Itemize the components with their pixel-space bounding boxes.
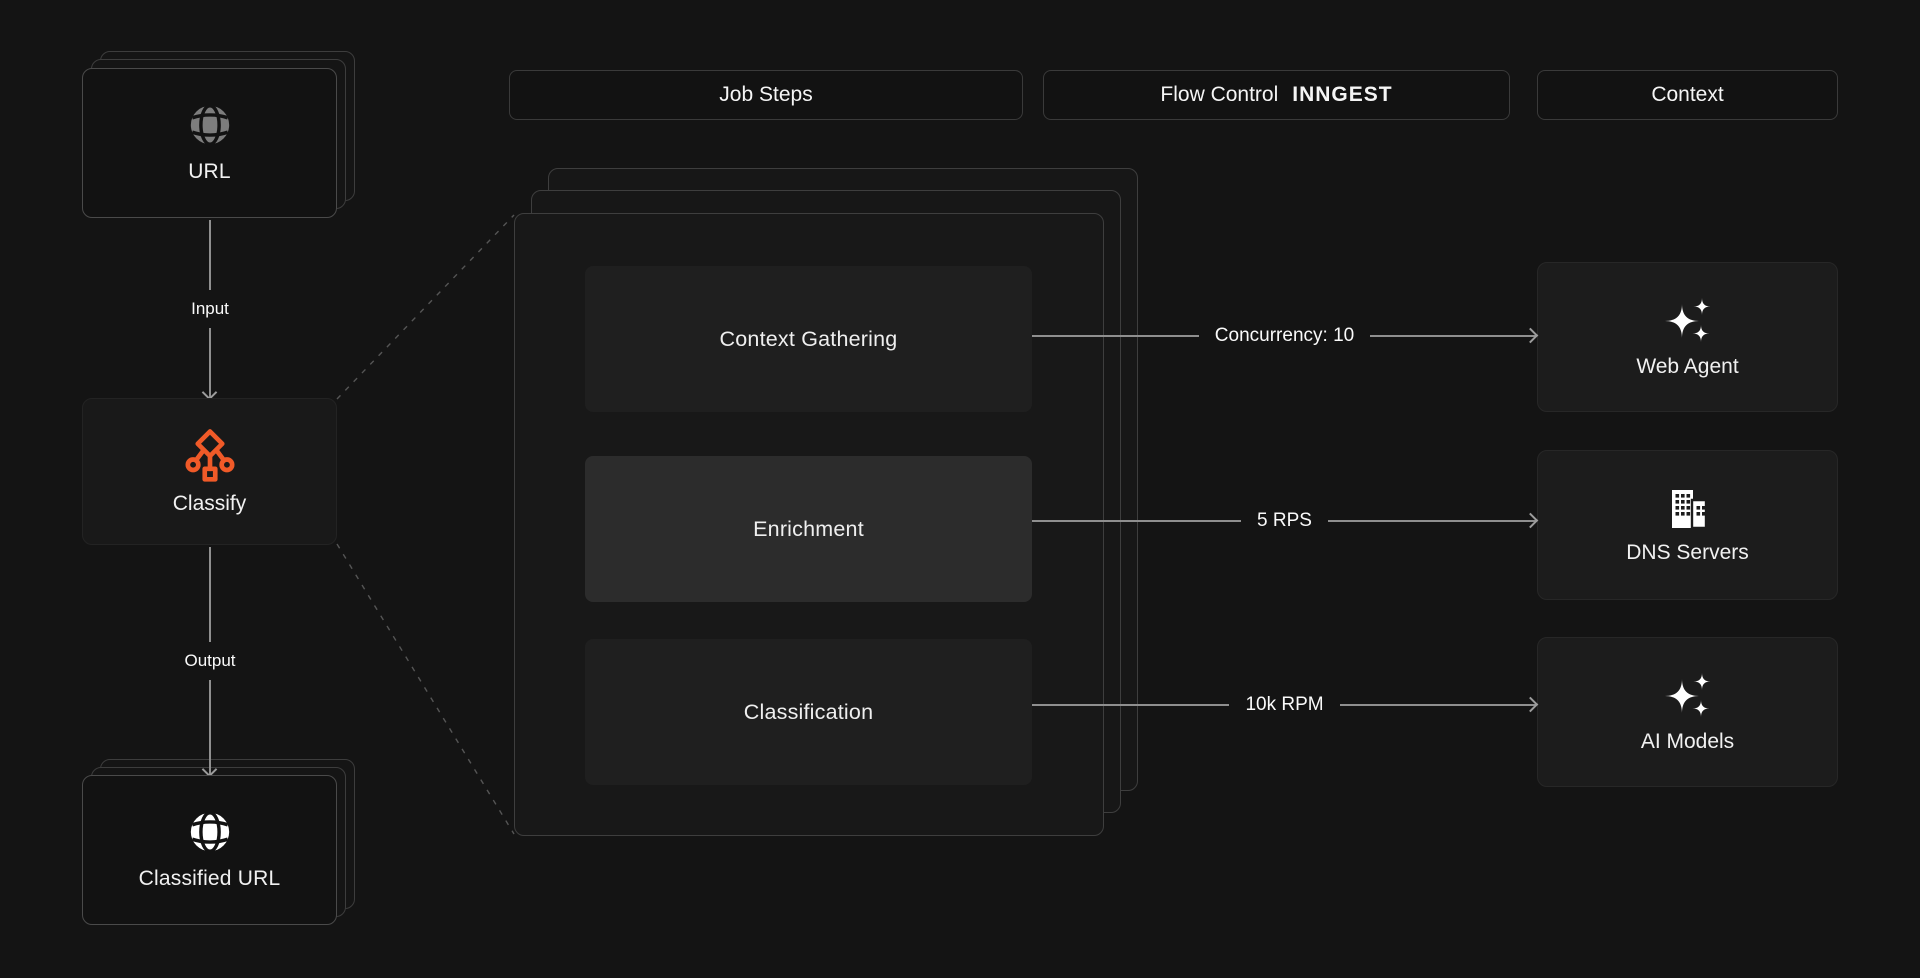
classify-card: Classify — [82, 398, 337, 545]
output-arrow-label: Output — [184, 651, 236, 670]
globe-icon — [190, 811, 229, 853]
arrow-head-right-icon — [1522, 696, 1539, 713]
step-label: Classification — [743, 699, 874, 724]
url-card-label: URL — [188, 160, 231, 183]
ai-models-card: AI Models — [1537, 637, 1838, 787]
inngest-logo: INNGEST — [1292, 83, 1393, 106]
step-label: Context Gathering — [719, 326, 898, 351]
step-label: Enrichment — [753, 516, 864, 541]
classified-url-card-label: Classified URL — [138, 867, 281, 890]
arrow-line — [1327, 512, 1539, 529]
header-job-steps: Job Steps — [509, 70, 1023, 120]
step-context-gathering: Context Gathering — [585, 266, 1032, 412]
ai-models-label: AI Models — [1640, 730, 1735, 753]
arrow-line — [1032, 520, 1242, 522]
output-arrow-line-bottom — [201, 680, 218, 778]
output-arrow: Output — [110, 547, 310, 778]
input-arrow-label: Input — [191, 299, 229, 318]
header-flow-control-label: Flow Control — [1160, 83, 1279, 106]
classify-card-label: Classify — [172, 491, 247, 515]
arrow-head-right-icon — [1522, 327, 1539, 344]
arrow-line — [1370, 327, 1539, 344]
decision-branch-icon — [185, 428, 235, 482]
input-arrow-line-top — [209, 220, 211, 290]
output-arrow-line-top — [209, 547, 211, 642]
dns-servers-card: DNS Servers — [1537, 450, 1838, 600]
classified-url-card: Classified URL — [82, 775, 337, 925]
sparkles-icon — [1664, 298, 1710, 342]
dns-servers-label: DNS Servers — [1626, 541, 1749, 564]
globe-icon — [190, 104, 229, 146]
concurrency-label: Concurrency: 10 — [1214, 325, 1355, 346]
arrow-rps: 5 RPS — [1032, 507, 1539, 535]
header-context: Context — [1537, 70, 1838, 120]
sparkles-icon — [1664, 673, 1710, 717]
arrow-concurrency: Concurrency: 10 — [1032, 322, 1539, 350]
header-flow-control: Flow Control INNGEST — [1043, 70, 1510, 120]
input-arrow: Input — [110, 220, 310, 401]
web-agent-card: Web Agent — [1537, 262, 1838, 412]
arrow-rpm: 10k RPM — [1032, 691, 1539, 719]
web-agent-label: Web Agent — [1636, 355, 1739, 378]
arrow-line — [1032, 704, 1230, 706]
header-context-label: Context — [1651, 83, 1724, 106]
rpm-label: 10k RPM — [1245, 694, 1324, 715]
arrow-line — [1339, 696, 1539, 713]
arrow-line — [1032, 335, 1199, 337]
step-enrichment: Enrichment — [585, 456, 1032, 602]
input-arrow-line-bottom — [201, 328, 218, 401]
header-job-steps-label: Job Steps — [719, 83, 813, 106]
rps-label: 5 RPS — [1257, 510, 1312, 531]
arrow-head-right-icon — [1522, 512, 1539, 529]
url-card: URL — [82, 68, 337, 218]
step-classification: Classification — [585, 639, 1032, 785]
building-icon — [1671, 490, 1707, 530]
